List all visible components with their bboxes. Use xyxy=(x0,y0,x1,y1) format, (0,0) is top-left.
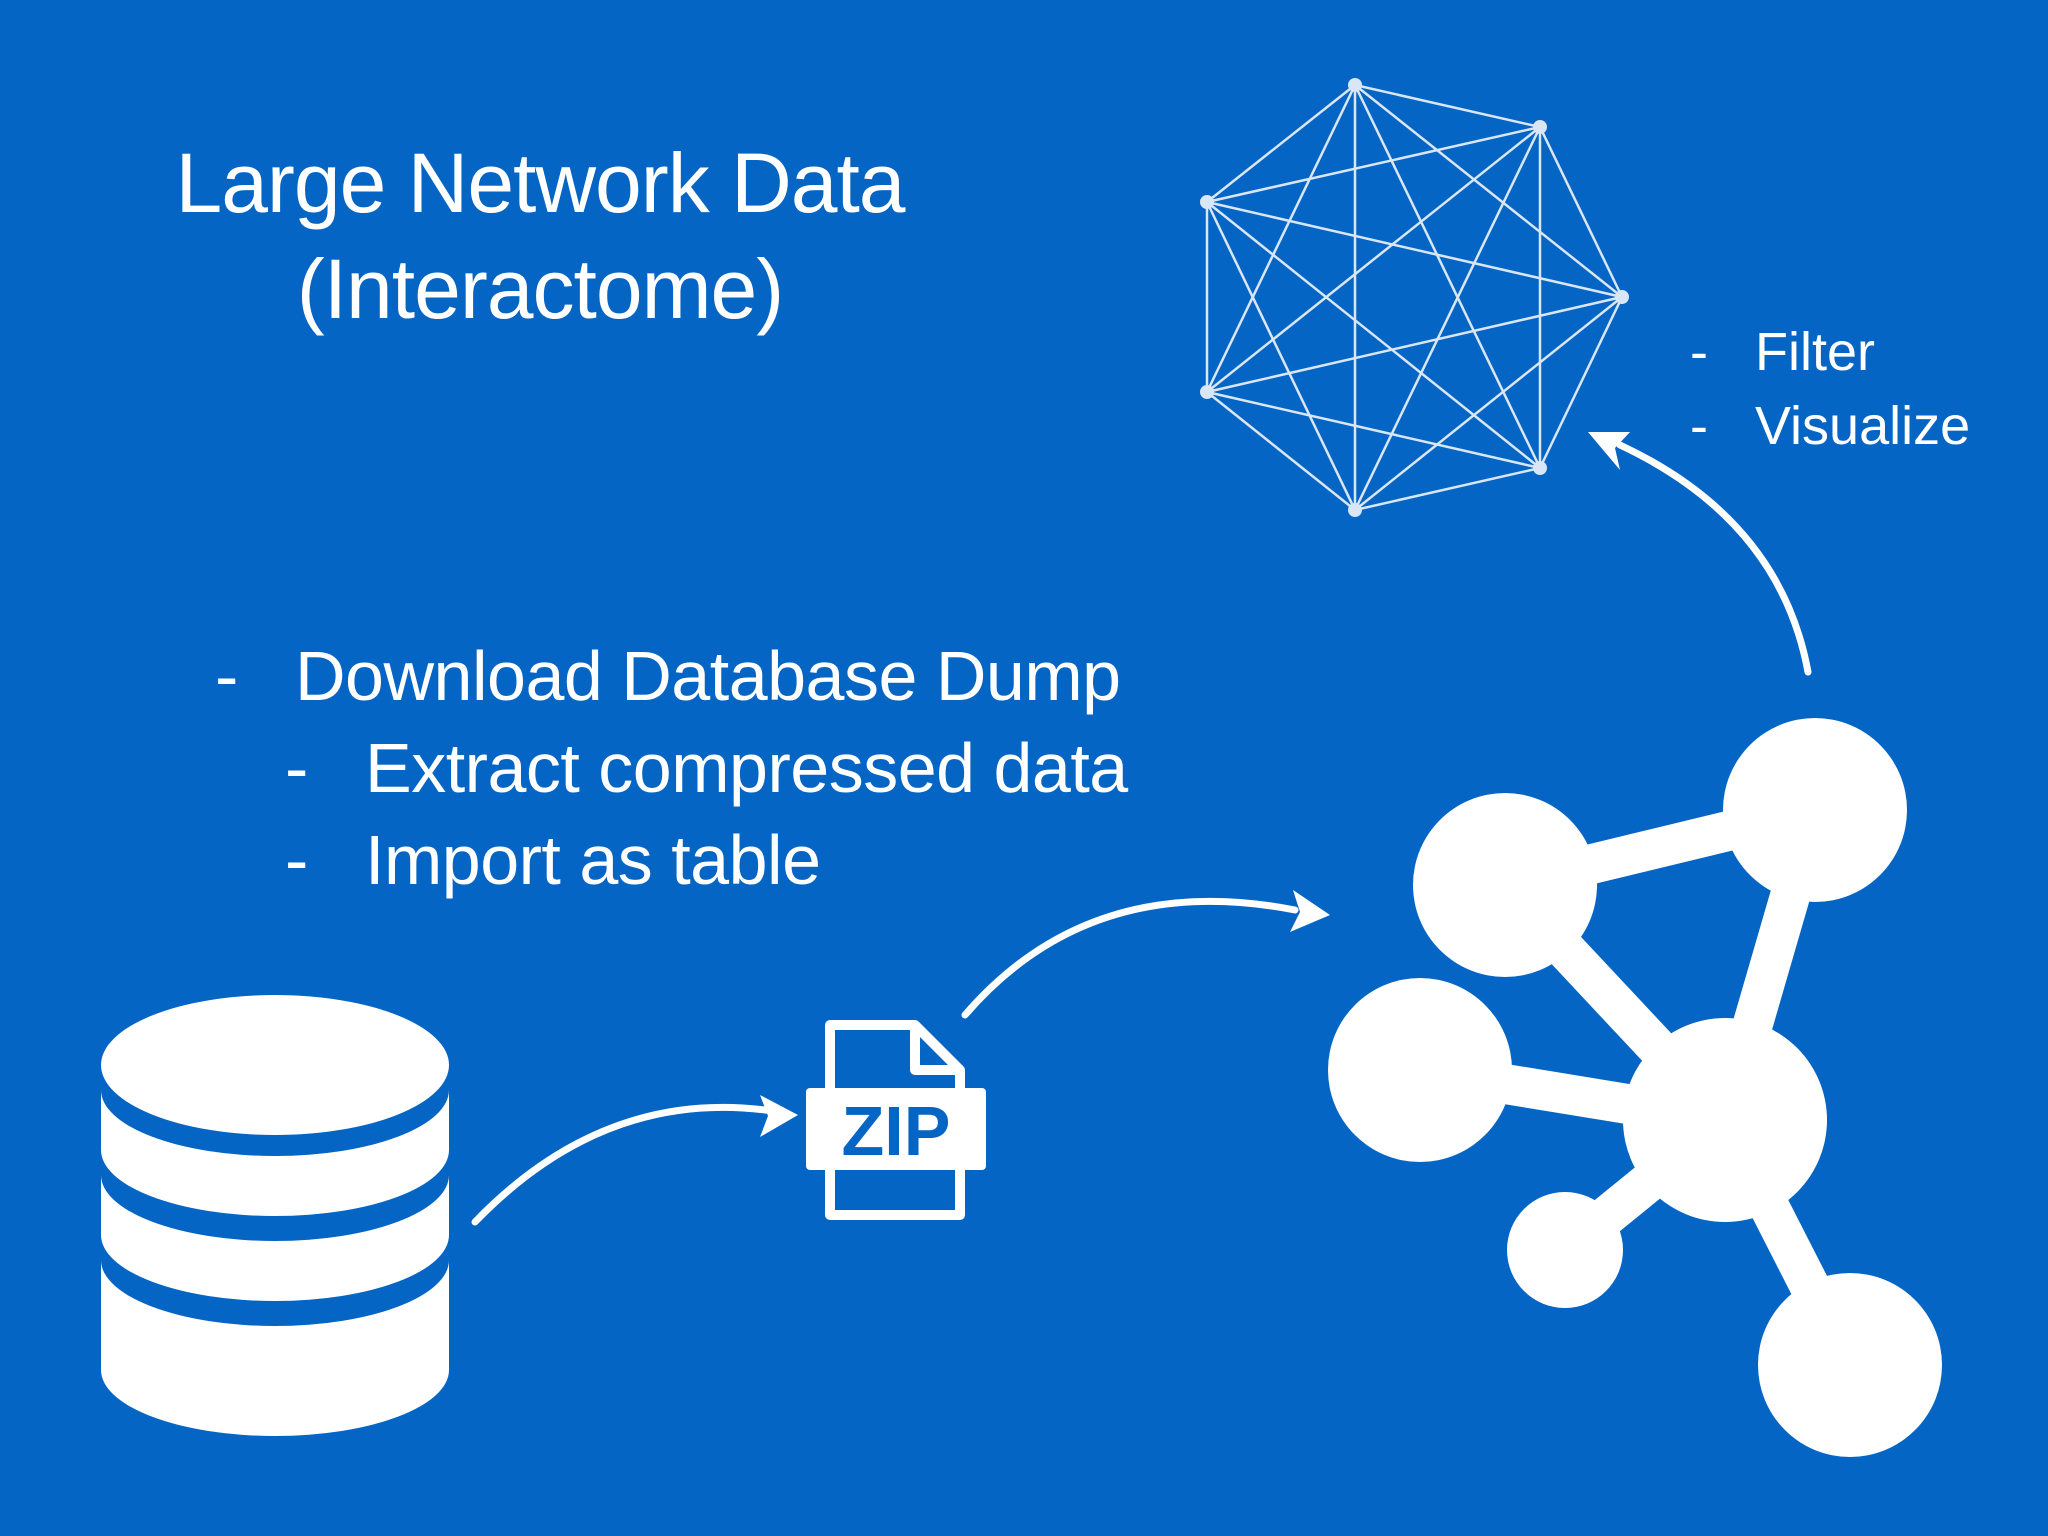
graph-node xyxy=(1348,503,1362,517)
graph-edge xyxy=(1206,390,1541,470)
step-label: Import as table xyxy=(365,821,821,899)
step-visualize: - Visualize xyxy=(1690,389,1970,463)
arrowhead-icon xyxy=(1588,432,1630,470)
step-filter: - Filter xyxy=(1690,315,1970,389)
graph-edge xyxy=(1353,126,1542,511)
graph-edge xyxy=(1206,126,1541,393)
arrowhead-icon xyxy=(1290,890,1330,932)
graph-node xyxy=(1533,461,1547,475)
side-step-list: - Filter - Visualize xyxy=(1690,315,1970,463)
graph-edge xyxy=(1206,200,1623,299)
arrow-zip-to-network xyxy=(961,897,1299,1019)
graph-edge xyxy=(1206,295,1623,394)
graph-edge xyxy=(1205,84,1357,393)
step-label: Filter xyxy=(1755,322,1875,382)
graph-edge xyxy=(1354,84,1623,298)
step-import: - Import as table xyxy=(215,814,1128,906)
network-molecule-icon xyxy=(1328,718,1942,1457)
step-label: Visualize xyxy=(1755,396,1971,456)
arrow-database-to-zip xyxy=(471,1103,789,1226)
graph-edge xyxy=(1353,84,1542,469)
title-line-2: (Interactome) xyxy=(296,242,785,336)
bullet-dash: - xyxy=(1690,322,1708,382)
graph-node xyxy=(1200,195,1214,209)
step-download: - Download Database Dump xyxy=(215,630,1128,722)
graph-node xyxy=(1533,120,1547,134)
bullet-dash: - xyxy=(1690,396,1708,456)
graph-node xyxy=(1615,290,1629,304)
graph-node xyxy=(1348,78,1362,92)
zip-label: ZIP xyxy=(842,1092,951,1170)
graph-node xyxy=(1200,385,1214,399)
graph-edges xyxy=(1205,83,1624,512)
step-label: Extract compressed data xyxy=(365,729,1128,807)
graph-edge xyxy=(1205,201,1357,511)
bullet-dash: - xyxy=(215,637,238,715)
graph-edge xyxy=(1206,84,1356,203)
graph-edge xyxy=(1206,391,1356,511)
bullet-dash: - xyxy=(285,821,308,899)
graph-edge xyxy=(1538,126,1624,298)
network-graph-icon xyxy=(1200,78,1629,517)
flow-arrows xyxy=(471,441,1812,1226)
graph-edge xyxy=(1354,83,1541,129)
main-step-list: - Download Database Dump - Extract compr… xyxy=(215,630,1128,906)
graph-nodes xyxy=(1200,78,1629,517)
graph-edge xyxy=(1538,296,1624,469)
database-icon xyxy=(101,995,449,1436)
arrowhead-icon xyxy=(760,1095,798,1137)
zip-file-icon: ZIP xyxy=(806,1020,986,1220)
graph-edge xyxy=(1206,125,1541,204)
graph-edge xyxy=(1354,466,1541,512)
arrowheads xyxy=(760,432,1630,1137)
graph-edge xyxy=(1354,296,1623,511)
slide-title: Large Network Data (Interactome) xyxy=(100,130,980,342)
arrow-network-to-graph xyxy=(1616,441,1812,676)
bullet-dash: - xyxy=(285,729,308,807)
title-line-1: Large Network Data xyxy=(175,136,905,230)
step-extract: - Extract compressed data xyxy=(215,722,1128,814)
graph-edge xyxy=(1206,201,1541,469)
step-label: Download Database Dump xyxy=(295,637,1121,715)
